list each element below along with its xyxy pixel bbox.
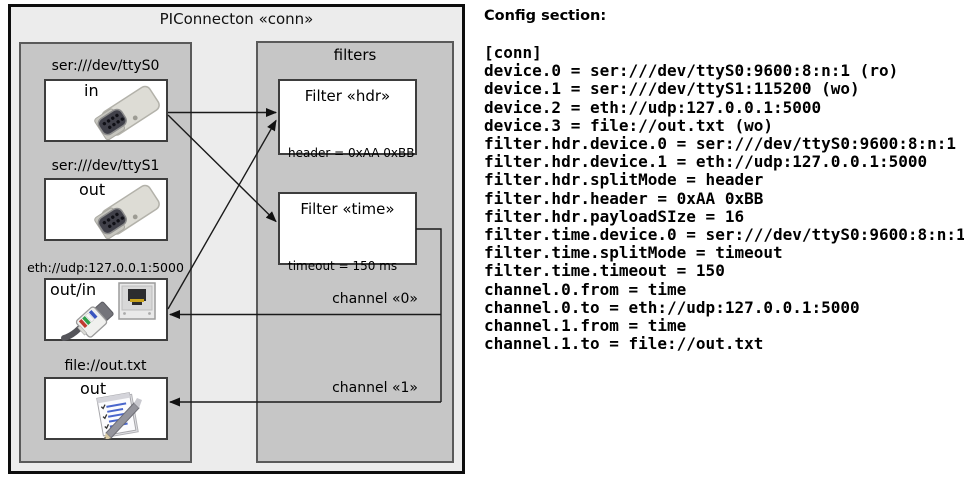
channel-1-label: channel «1»: [332, 380, 418, 396]
filter-time-box: Filter «time» timeout = 150 ms: [278, 192, 417, 273]
diagram-title: PIConnecton «conn»: [159, 10, 314, 28]
config-line: device.3 = file://out.txt (wo): [484, 115, 773, 135]
config-line: channel.1.to = file://out.txt: [484, 334, 764, 354]
config-line: filter.hdr.device.1 = eth://udp:127.0.0.…: [484, 152, 928, 172]
ethernet-plug-icon: [56, 296, 126, 342]
config-line: device.1 = ser:///dev/ttyS1:115200 (wo): [484, 79, 860, 99]
config-line: filter.hdr.device.0 = ser:///dev/ttyS0:9…: [484, 134, 957, 154]
device-port-label: out/in: [50, 280, 97, 299]
filter-hdr-box: Filter «hdr» header = 0xAA 0xBB payloadS…: [278, 79, 417, 210]
config-section-heading: Config section:: [484, 8, 607, 24]
config-line: channel.0.to = eth://udp:127.0.0.1:5000: [484, 297, 860, 317]
device-port-label: out: [79, 180, 106, 199]
filter-time-title: Filter «time»: [300, 200, 395, 218]
config-line: filter.time.device.0 = ser:///dev/ttyS0:…: [484, 225, 964, 245]
device-port-label: out: [80, 379, 107, 398]
device-box-ttys0: in: [44, 79, 168, 142]
notepad-pen-icon: [90, 391, 154, 439]
config-line: device.2 = eth://udp:127.0.0.1:5000: [484, 97, 822, 117]
config-line: device.0 = ser:///dev/ttyS0:9600:8:n:1 (…: [484, 61, 899, 81]
device-port-label: in: [84, 81, 99, 100]
config-line: filter.hdr.header = 0xAA 0xBB: [484, 188, 764, 208]
config-line: channel.1.from = time: [484, 316, 687, 336]
filter-time-param-timeout: timeout = 150 ms: [288, 259, 398, 273]
device-box-eth: out/in: [44, 278, 168, 341]
filters-group-label: filters: [333, 46, 377, 64]
config-line: filter.time.timeout = 150: [484, 261, 725, 281]
device-box-ttys1: out: [44, 178, 168, 241]
ethernet-port-icon: [118, 282, 156, 320]
config-line: filter.hdr.payloadSIze = 16: [484, 206, 745, 226]
device-label-file: file://out.txt: [64, 358, 147, 374]
config-line: filter.time.splitMode = timeout: [484, 243, 783, 263]
filter-hdr-param-header: header = 0xAA 0xBB: [288, 146, 415, 160]
channel-0-label: channel «0»: [332, 291, 418, 307]
device-label-ttys1: ser:///dev/ttyS1: [51, 158, 160, 174]
filter-hdr-title: Filter «hdr»: [304, 87, 391, 105]
config-line: filter.hdr.splitMode = header: [484, 170, 764, 190]
config-line: channel.0.from = time: [484, 279, 687, 299]
device-label-eth: eth://udp:127.0.0.1:5000: [27, 260, 184, 275]
device-box-file: out: [44, 377, 168, 440]
config-line: [conn]: [484, 43, 542, 62]
filter-time-params: timeout = 150 ms: [288, 225, 397, 308]
config-text-block: [conn] device.0 = ser:///dev/ttyS0:9600:…: [484, 43, 964, 354]
device-label-ttys0: ser:///dev/ttyS0: [51, 58, 160, 74]
